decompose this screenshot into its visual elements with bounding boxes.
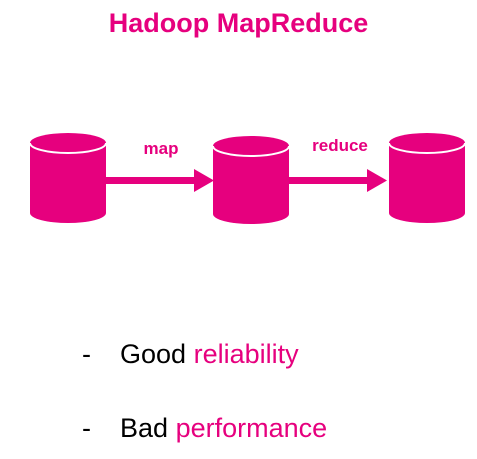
page-title: Hadoop MapReduce bbox=[108, 8, 369, 38]
cylinder-icon bbox=[29, 133, 107, 223]
bullet-reliability: -Good reliability bbox=[82, 337, 299, 371]
edge-label-reduce: reduce bbox=[312, 136, 368, 155]
arrow-icon bbox=[106, 169, 214, 192]
bullet-highlight: performance bbox=[175, 413, 328, 443]
bullet-dash: - bbox=[82, 339, 91, 369]
bullet-dash: - bbox=[82, 413, 91, 443]
bullet-performance: -Bad performance bbox=[82, 411, 327, 445]
cylinder-icon bbox=[388, 133, 466, 223]
cylinder-icon bbox=[212, 136, 290, 224]
bullet-prefix: Good bbox=[120, 339, 187, 369]
edge-label-map: map bbox=[144, 139, 179, 158]
bullet-prefix: Bad bbox=[120, 413, 169, 443]
bullet-highlight: reliability bbox=[193, 339, 299, 369]
arrow-icon bbox=[289, 169, 387, 192]
